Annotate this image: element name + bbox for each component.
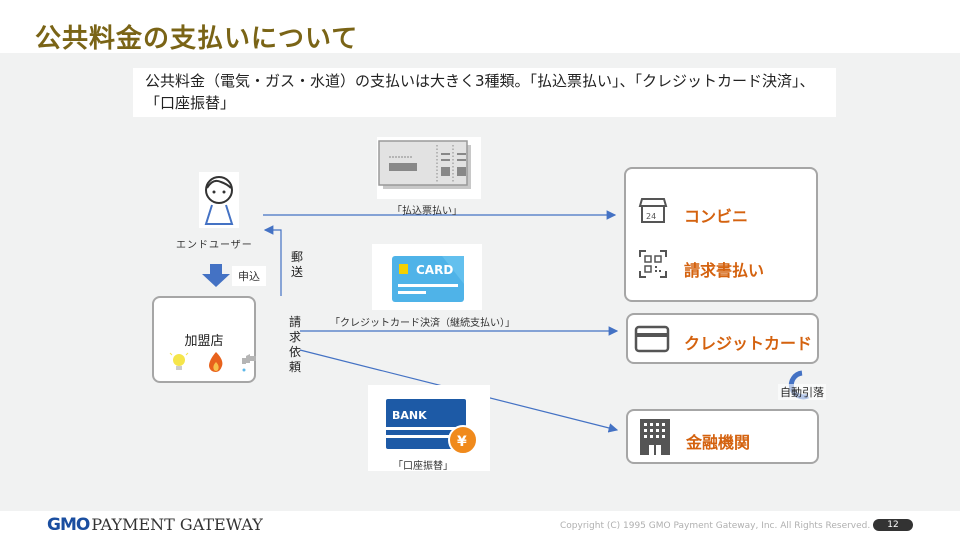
store-invoice-box: 24 コンビニ 請求書払い: [624, 167, 818, 302]
person-icon: [204, 176, 234, 225]
credit-card-destination-label: クレジットカード: [684, 334, 813, 353]
apply-label: 申込: [232, 266, 266, 286]
payment-slip-method: [377, 137, 481, 199]
company-logo: GMO PAYMENT GATEWAY: [47, 515, 263, 535]
page-number: 12: [873, 519, 913, 531]
convenience-store-label: コンビニ: [684, 207, 749, 226]
credit-card-label: 「クレジットカード決済（継続支払い）」: [330, 318, 515, 329]
credit-card-icon: CARD: [392, 256, 464, 302]
end-user-node: [199, 172, 239, 228]
merchant-node: 加盟店: [152, 296, 256, 383]
faucet-icon: [242, 354, 256, 372]
bank-transfer-method: BANK ¥ 「口座振替」: [368, 385, 490, 472]
qr-code-icon: [639, 250, 667, 278]
bank-transfer-label: 「口座振替」: [393, 461, 453, 472]
building-icon: [640, 419, 670, 455]
card-text: CARD: [416, 263, 453, 277]
store-icon: 24: [638, 198, 668, 223]
yen-icon: ¥: [457, 434, 467, 450]
payment-slip-label: 「払込票払い」: [392, 206, 462, 217]
mail-arrow: [263, 225, 282, 296]
invoice-payment-label: 請求書払い: [684, 261, 765, 280]
page-title: 公共料金の支払いについて: [35, 24, 359, 54]
card-outline-icon: [634, 325, 670, 353]
payment-slip-icon: [378, 140, 471, 189]
copyright-text: Copyright (C) 1995 GMO Payment Gateway, …: [560, 521, 871, 531]
credit-card-method: CARD: [372, 244, 482, 310]
intro-text: 公共料金（電気・ガス・水道）の支払いは大きく3種類。「払込票払い」、「クレジット…: [133, 68, 836, 117]
end-user-label: エンドユーザー: [176, 240, 253, 251]
logo-payment-gateway: PAYMENT GATEWAY: [91, 515, 263, 534]
bank-card-text: BANK: [392, 409, 427, 422]
mail-label: 郵送: [290, 250, 303, 279]
lightbulb-icon: [169, 352, 189, 370]
logo-gmo: GMO: [47, 515, 90, 535]
bank-card-icon: BANK ¥: [386, 399, 478, 455]
financial-institution-label: 金融機関: [686, 433, 751, 452]
svg-text:24: 24: [646, 212, 656, 221]
request-label: 請求依頼: [288, 315, 301, 374]
credit-card-box: クレジットカード: [626, 313, 819, 364]
merchant-label: 加盟店: [184, 334, 224, 349]
auto-debit-label: 自動引落: [778, 384, 826, 400]
financial-institution-box: 金融機関: [626, 409, 819, 464]
flame-icon: [209, 352, 223, 372]
